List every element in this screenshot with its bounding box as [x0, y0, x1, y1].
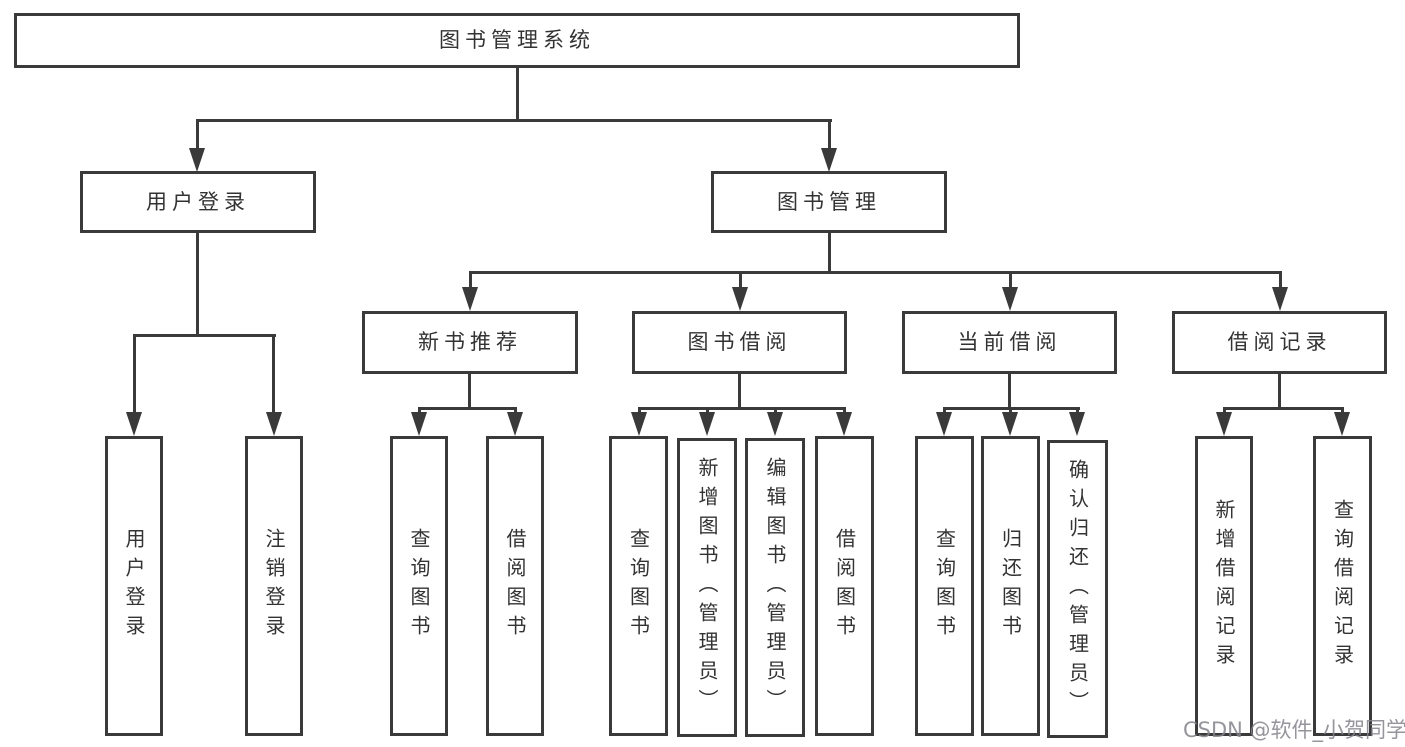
arrow-down-icon [1272, 287, 1288, 311]
node-new-book-recommendation: 新书推荐 [362, 311, 578, 374]
connector-to-borrowing-records [1279, 271, 1282, 289]
connector-stub [514, 407, 517, 415]
arrow-down-icon [507, 412, 523, 436]
connector-user-login-stem [196, 232, 199, 337]
arrow-down-icon [126, 412, 142, 436]
connector-stub [706, 407, 709, 415]
arrow-down-icon [767, 412, 783, 436]
node-user-login-action: 用户登录 [105, 436, 163, 736]
connector-root-stem [516, 67, 519, 120]
node-add-book-admin: 新增图书（管理员） [677, 438, 737, 737]
connector-to-book-borrowing [739, 271, 742, 289]
arrow-down-icon [189, 148, 205, 172]
node-edit-book-admin: 编辑图书（管理员） [745, 438, 805, 737]
node-borrow-books-recommend: 借阅图书 [486, 436, 544, 736]
node-confirm-return-admin: 确认归还（管理员） [1047, 440, 1108, 738]
node-library-management-system: 图书管理系统 [14, 13, 1020, 68]
connector-to-logout-action [272, 334, 275, 414]
watermark: CSDN @软件_小贺同学 [1183, 718, 1405, 742]
connector-stub [1341, 407, 1344, 415]
node-borrowing-records: 借阅记录 [1172, 311, 1387, 374]
connector-stub [1223, 407, 1226, 415]
node-borrow-books-borrowing: 借阅图书 [815, 436, 874, 736]
connector-to-user-login [196, 119, 199, 150]
arrow-down-icon [732, 287, 748, 311]
arrow-down-icon [411, 412, 427, 436]
connector-book-borrowing-split [638, 407, 846, 410]
node-query-books-current: 查询图书 [915, 436, 974, 736]
node-logout-action: 注销登录 [245, 436, 303, 736]
arrow-down-icon [266, 412, 282, 436]
connector-borrowing-records-stem [1278, 373, 1281, 409]
connector-stub [843, 407, 846, 415]
connector-to-new-book [469, 271, 472, 289]
arrow-down-icon [462, 287, 478, 311]
node-book-borrowing: 图书借阅 [632, 311, 847, 374]
arrow-down-icon [1216, 412, 1232, 436]
arrow-down-icon [1334, 412, 1350, 436]
arrow-down-icon [631, 412, 647, 436]
connector-stub [1076, 407, 1079, 415]
connector-new-book-stem [468, 373, 471, 409]
connector-book-management-stem [828, 232, 831, 274]
connector-book-borrowing-stem [738, 373, 741, 409]
node-query-books-recommend: 查询图书 [390, 436, 448, 736]
arrow-down-icon [1002, 412, 1018, 436]
arrow-down-icon [836, 412, 852, 436]
connector-current-borrowing-stem [1008, 373, 1011, 409]
node-return-books: 归还图书 [981, 436, 1040, 736]
arrow-down-icon [821, 148, 837, 172]
arrow-down-icon [1069, 412, 1085, 436]
connector-to-user-login-action [133, 334, 136, 414]
node-query-borrow-record: 查询借阅记录 [1313, 436, 1372, 736]
connector-user-login-split [133, 334, 276, 337]
connector-book-management-split [469, 271, 1282, 274]
connector-stub [1009, 407, 1012, 415]
node-add-borrow-record: 新增借阅记录 [1195, 436, 1253, 736]
arrow-down-icon [936, 412, 952, 436]
node-query-books-borrowing: 查询图书 [609, 436, 668, 736]
connector-borrowing-records-split [1223, 407, 1344, 410]
arrow-down-icon [1002, 287, 1018, 311]
node-book-management: 图书管理 [711, 171, 947, 233]
node-current-borrowing: 当前借阅 [902, 311, 1117, 374]
node-user-login: 用户登录 [80, 171, 316, 233]
connector-new-book-split [418, 407, 517, 410]
arrow-down-icon [699, 412, 715, 436]
connector-stub [638, 407, 641, 415]
connector-stub [943, 407, 946, 415]
connector-stub [774, 407, 777, 415]
connector-to-current-borrowing [1009, 271, 1012, 289]
connector-root-split [196, 119, 832, 122]
connector-to-book-management [828, 119, 831, 150]
connector-stub [418, 407, 421, 415]
